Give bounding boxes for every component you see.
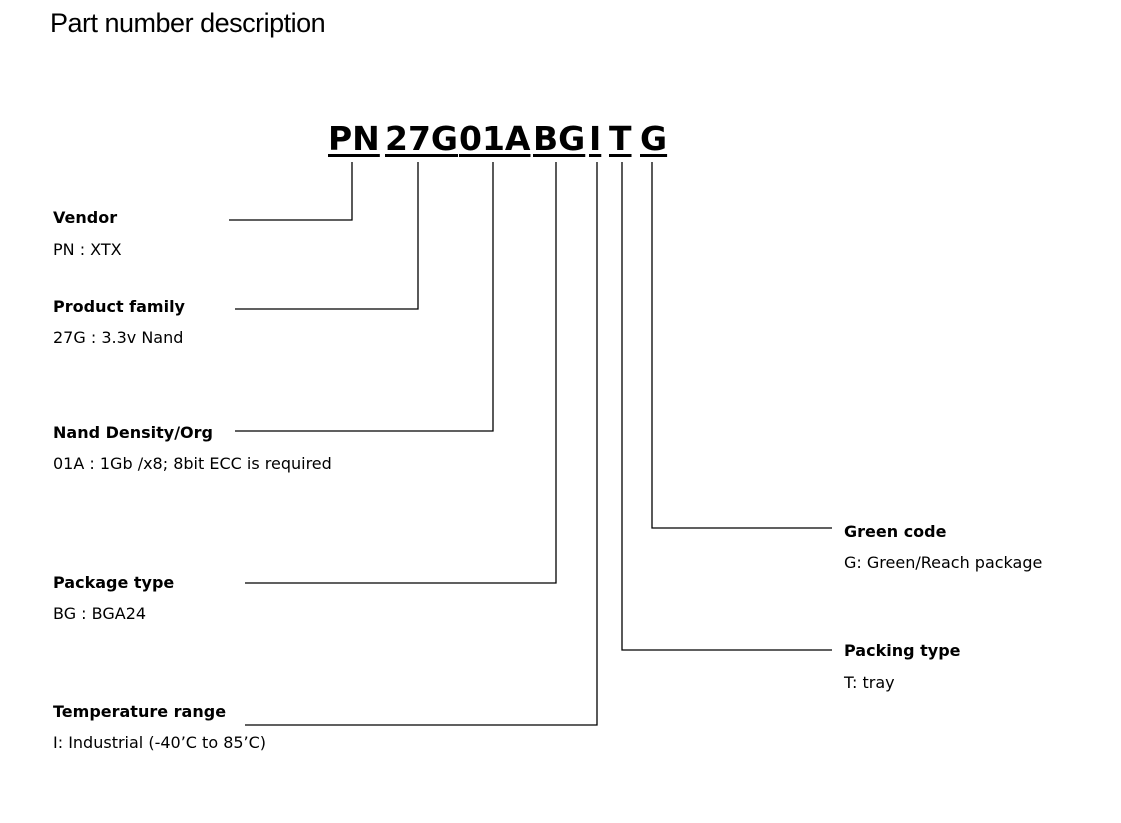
connector-temperature <box>245 162 598 726</box>
connector-packing <box>621 162 832 651</box>
package-type-desc: BG : BGA24 <box>53 604 147 623</box>
segment-density: 01A <box>459 119 531 158</box>
segment-temperature: I <box>589 119 602 158</box>
package-type-label: Package type <box>53 573 175 592</box>
density-label: Nand Density/Org <box>53 423 213 442</box>
green-code-desc: G: Green/Reach package <box>844 553 1043 572</box>
temperature-range-label: Temperature range <box>53 702 227 721</box>
temperature-range-desc: I: Industrial (-40’C to 85’C) <box>53 733 267 752</box>
packing-type-label: Packing type <box>844 641 961 660</box>
segment-packing: T <box>609 119 632 158</box>
segment-package: BG <box>533 119 586 158</box>
page-title: Part number description <box>50 8 326 38</box>
segment-vendor: PN <box>328 119 380 158</box>
connector-product-family <box>235 162 419 310</box>
density-desc: 01A : 1Gb /x8; 8bit ECC is required <box>53 454 332 473</box>
connector-density <box>235 162 494 432</box>
part-number: PN 27G 01A BG I T G <box>0 120 1121 160</box>
connector-green <box>651 162 832 529</box>
vendor-label: Vendor <box>53 208 118 227</box>
green-code-label: Green code <box>844 522 947 541</box>
product-family-label: Product family <box>53 297 185 316</box>
connector-vendor <box>229 162 353 221</box>
connector-package <box>245 162 557 584</box>
segment-product-family: 27G <box>385 119 459 158</box>
vendor-desc: PN : XTX <box>53 240 122 259</box>
product-family-desc: 27G : 3.3v Nand <box>53 328 184 347</box>
packing-type-desc: T: tray <box>844 673 895 692</box>
segment-green: G <box>640 119 668 158</box>
